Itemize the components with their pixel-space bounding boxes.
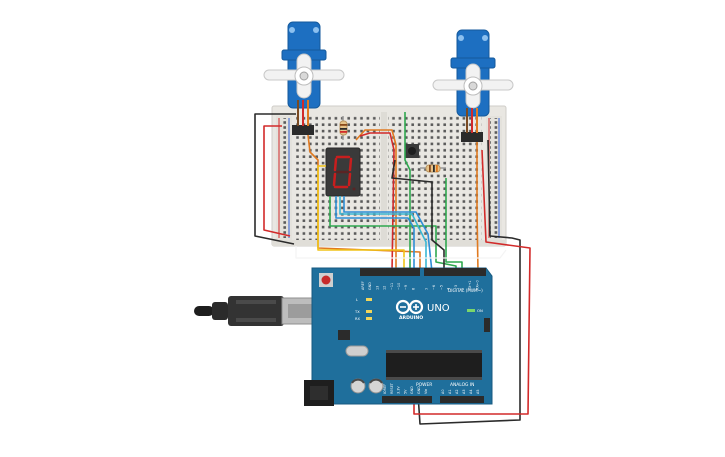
pin-label: RESET — [390, 382, 394, 394]
pin-label: ~9 — [404, 285, 408, 290]
resistor-top[interactable] — [339, 116, 348, 140]
pin-label: 2 — [461, 288, 465, 290]
model-label: UNO — [427, 303, 450, 314]
pin-label: A3 — [462, 390, 466, 394]
pin-label: ~6 — [432, 285, 436, 290]
pin-label: AREF — [361, 281, 365, 290]
digital-header-label: DIGITAL (PWM~) — [448, 288, 483, 293]
analog-header-label: ANALOG IN — [450, 382, 474, 388]
power-header — [382, 396, 432, 403]
pin-label: 4 — [447, 288, 451, 290]
pin-label: ~3 — [454, 285, 458, 290]
pin-label: ~11 — [390, 283, 394, 290]
wiring — [254, 112, 531, 425]
reset-button[interactable] — [321, 275, 331, 285]
analog-header — [440, 396, 484, 403]
rx-led-label: RX — [355, 317, 360, 321]
brand-label: ARDUINO — [399, 315, 423, 321]
usb-cable[interactable] — [194, 296, 317, 326]
pin-label: A2 — [455, 390, 459, 394]
pin-label: IOREF — [383, 384, 387, 394]
pin-label: 12 — [383, 286, 387, 290]
pin-label: GND — [368, 282, 372, 290]
pin-label: ~5 — [439, 285, 443, 290]
power-header-label: POWER — [416, 382, 432, 388]
pin-label: A5 — [476, 390, 480, 394]
seven-segment-digit — [332, 155, 353, 189]
on-led-label: ON — [477, 308, 483, 313]
digital-header-right — [424, 268, 486, 276]
seven-segment-display[interactable] — [325, 147, 361, 197]
tx-led-label: TX — [354, 310, 360, 314]
pin-label: RX←0 — [475, 280, 479, 290]
pin-label: GND — [410, 386, 414, 394]
pin-label: 13 — [375, 286, 379, 290]
pin-label: A1 — [448, 390, 452, 394]
pin-label: 7 — [425, 288, 429, 290]
servo-motor-left[interactable] — [263, 21, 345, 135]
pin-label: Vin — [424, 389, 428, 394]
servo-motor-right[interactable] — [432, 29, 514, 142]
pin-label: GND — [417, 386, 421, 394]
pin-label: 3.3V — [397, 386, 401, 394]
pin-label: 8 — [411, 288, 415, 290]
digital-header-left — [360, 268, 420, 276]
resistor-middle[interactable] — [420, 164, 446, 173]
pin-label: 5V — [403, 389, 407, 394]
pin-label: ~10 — [397, 283, 401, 290]
push-button[interactable] — [405, 144, 419, 158]
microcontroller-chip — [386, 352, 482, 378]
pin-label: A0 — [441, 390, 445, 394]
pin-label: TX→1 — [468, 281, 472, 291]
l-led-label: L — [356, 298, 358, 302]
pin-label: A4 — [469, 390, 473, 394]
arduino-logo — [395, 299, 424, 315]
